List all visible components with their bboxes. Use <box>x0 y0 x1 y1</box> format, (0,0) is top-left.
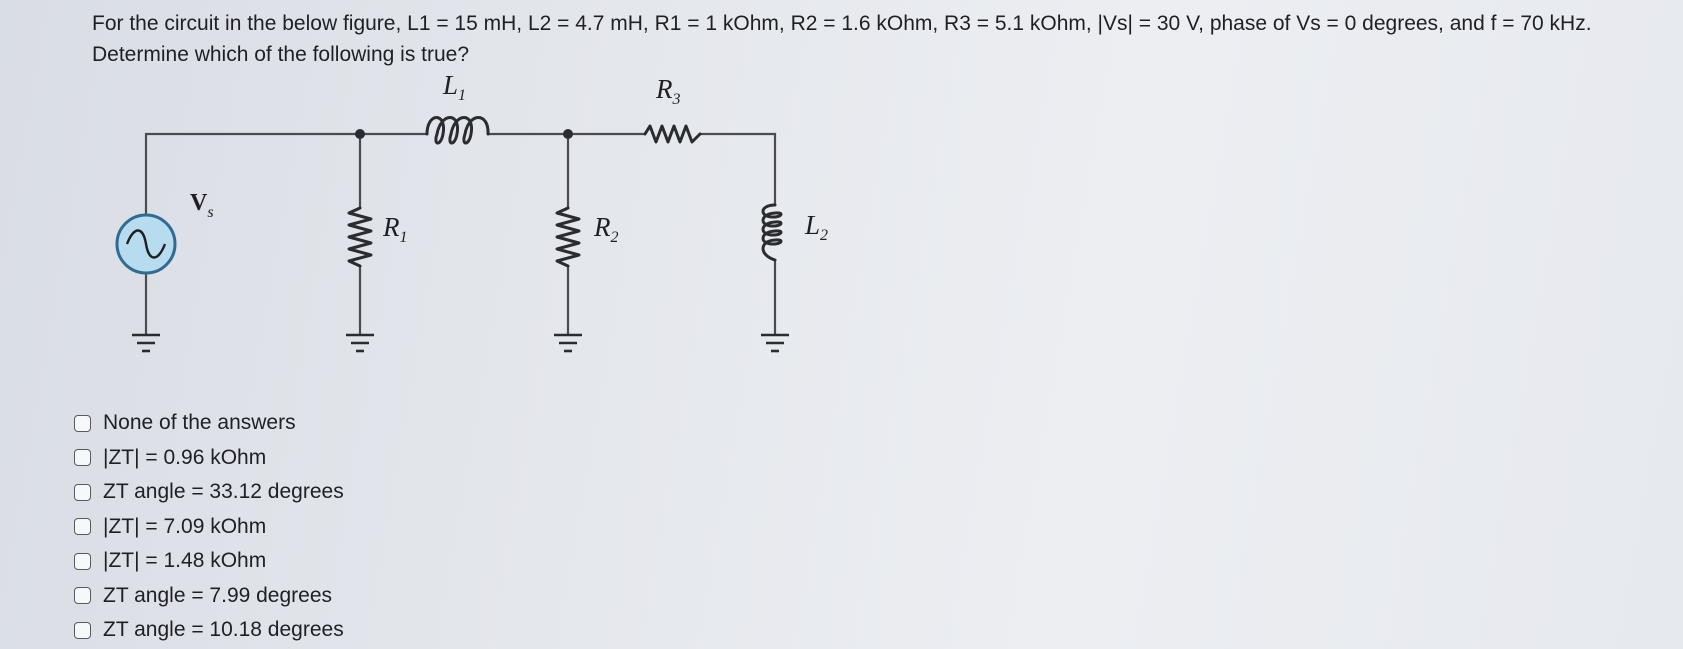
label-r1-sub: 1 <box>400 229 408 246</box>
label-l2: L2 <box>804 210 828 244</box>
option-angle-33-12[interactable]: ZT angle = 33.12 degrees <box>74 475 344 510</box>
option-zt-0-96[interactable]: |ZT| = 0.96 kOhm <box>74 441 344 476</box>
resistor-r3-icon <box>643 124 702 144</box>
option-label: |ZT| = 0.96 kOhm <box>103 445 267 469</box>
label-r2-sub: 2 <box>611 229 619 246</box>
label-l1-sub: 1 <box>458 87 466 104</box>
sine-wave-icon <box>125 229 167 259</box>
ground-icon-l2 <box>761 333 789 353</box>
ground-icon-r2 <box>554 333 582 353</box>
option-angle-7-99[interactable]: ZT angle = 7.99 degrees <box>74 579 344 614</box>
option-label: ZT angle = 7.99 degrees <box>103 583 333 607</box>
label-r3: R3 <box>655 74 681 108</box>
label-vs: Vs <box>190 190 214 221</box>
checkbox-icon[interactable] <box>74 518 91 536</box>
wire-top-left <box>144 132 427 245</box>
option-zt-7-09[interactable]: |ZT| = 7.09 kOhm <box>74 510 344 545</box>
label-r3-sub: 3 <box>672 91 681 108</box>
label-vs-main: V <box>190 190 208 216</box>
checkbox-icon[interactable] <box>74 621 91 639</box>
checkbox-icon[interactable] <box>74 587 91 605</box>
checkbox-icon[interactable] <box>74 449 91 467</box>
option-label: ZT angle = 33.12 degrees <box>103 480 344 504</box>
ground-icon-r1 <box>346 333 374 353</box>
label-r1-main: R <box>382 212 400 242</box>
option-label: |ZT| = 1.48 kOhm <box>103 549 267 573</box>
option-label: None of the answers <box>103 411 296 435</box>
label-l2-sub: 2 <box>820 227 828 244</box>
option-none[interactable]: None of the answers <box>74 406 344 441</box>
option-zt-1-48[interactable]: |ZT| = 1.48 kOhm <box>74 544 344 579</box>
label-r3-main: R <box>655 74 673 104</box>
label-r2-main: R <box>593 212 611 242</box>
option-label: ZT angle = 10.18 degrees <box>103 618 344 642</box>
option-angle-10-18[interactable]: ZT angle = 10.18 degrees <box>74 613 344 648</box>
label-r1: R1 <box>382 212 408 246</box>
junction-node-1 <box>355 129 365 139</box>
checkbox-icon[interactable] <box>74 483 91 501</box>
resistor-r1-icon <box>347 206 373 268</box>
circuit-diagram: Vs R1 R2 R3 L1 L2 <box>115 70 828 353</box>
ground-icon-source <box>132 333 160 353</box>
label-r2: R2 <box>593 212 619 246</box>
label-l1: L1 <box>442 70 466 104</box>
option-label: |ZT| = 7.09 kOhm <box>103 514 267 538</box>
inductor-l2-icon <box>761 203 783 262</box>
junction-node-2 <box>563 129 573 139</box>
question-text: For the circuit in the below figure, L1 … <box>92 8 1652 70</box>
question-line-1: For the circuit in the below figure, L1 … <box>92 12 1592 35</box>
wire-top-right <box>700 132 777 205</box>
checkbox-icon[interactable] <box>74 414 91 432</box>
resistor-r2-icon <box>555 206 581 268</box>
inductor-l1-icon <box>425 116 490 145</box>
label-vs-sub: s <box>207 204 213 221</box>
question-line-2: Determine which of the following is true… <box>92 43 470 66</box>
label-l1-main: L <box>442 70 458 100</box>
label-l2-main: L <box>804 210 820 240</box>
answer-options: None of the answers |ZT| = 0.96 kOhm ZT … <box>74 406 344 648</box>
checkbox-icon[interactable] <box>74 552 91 570</box>
